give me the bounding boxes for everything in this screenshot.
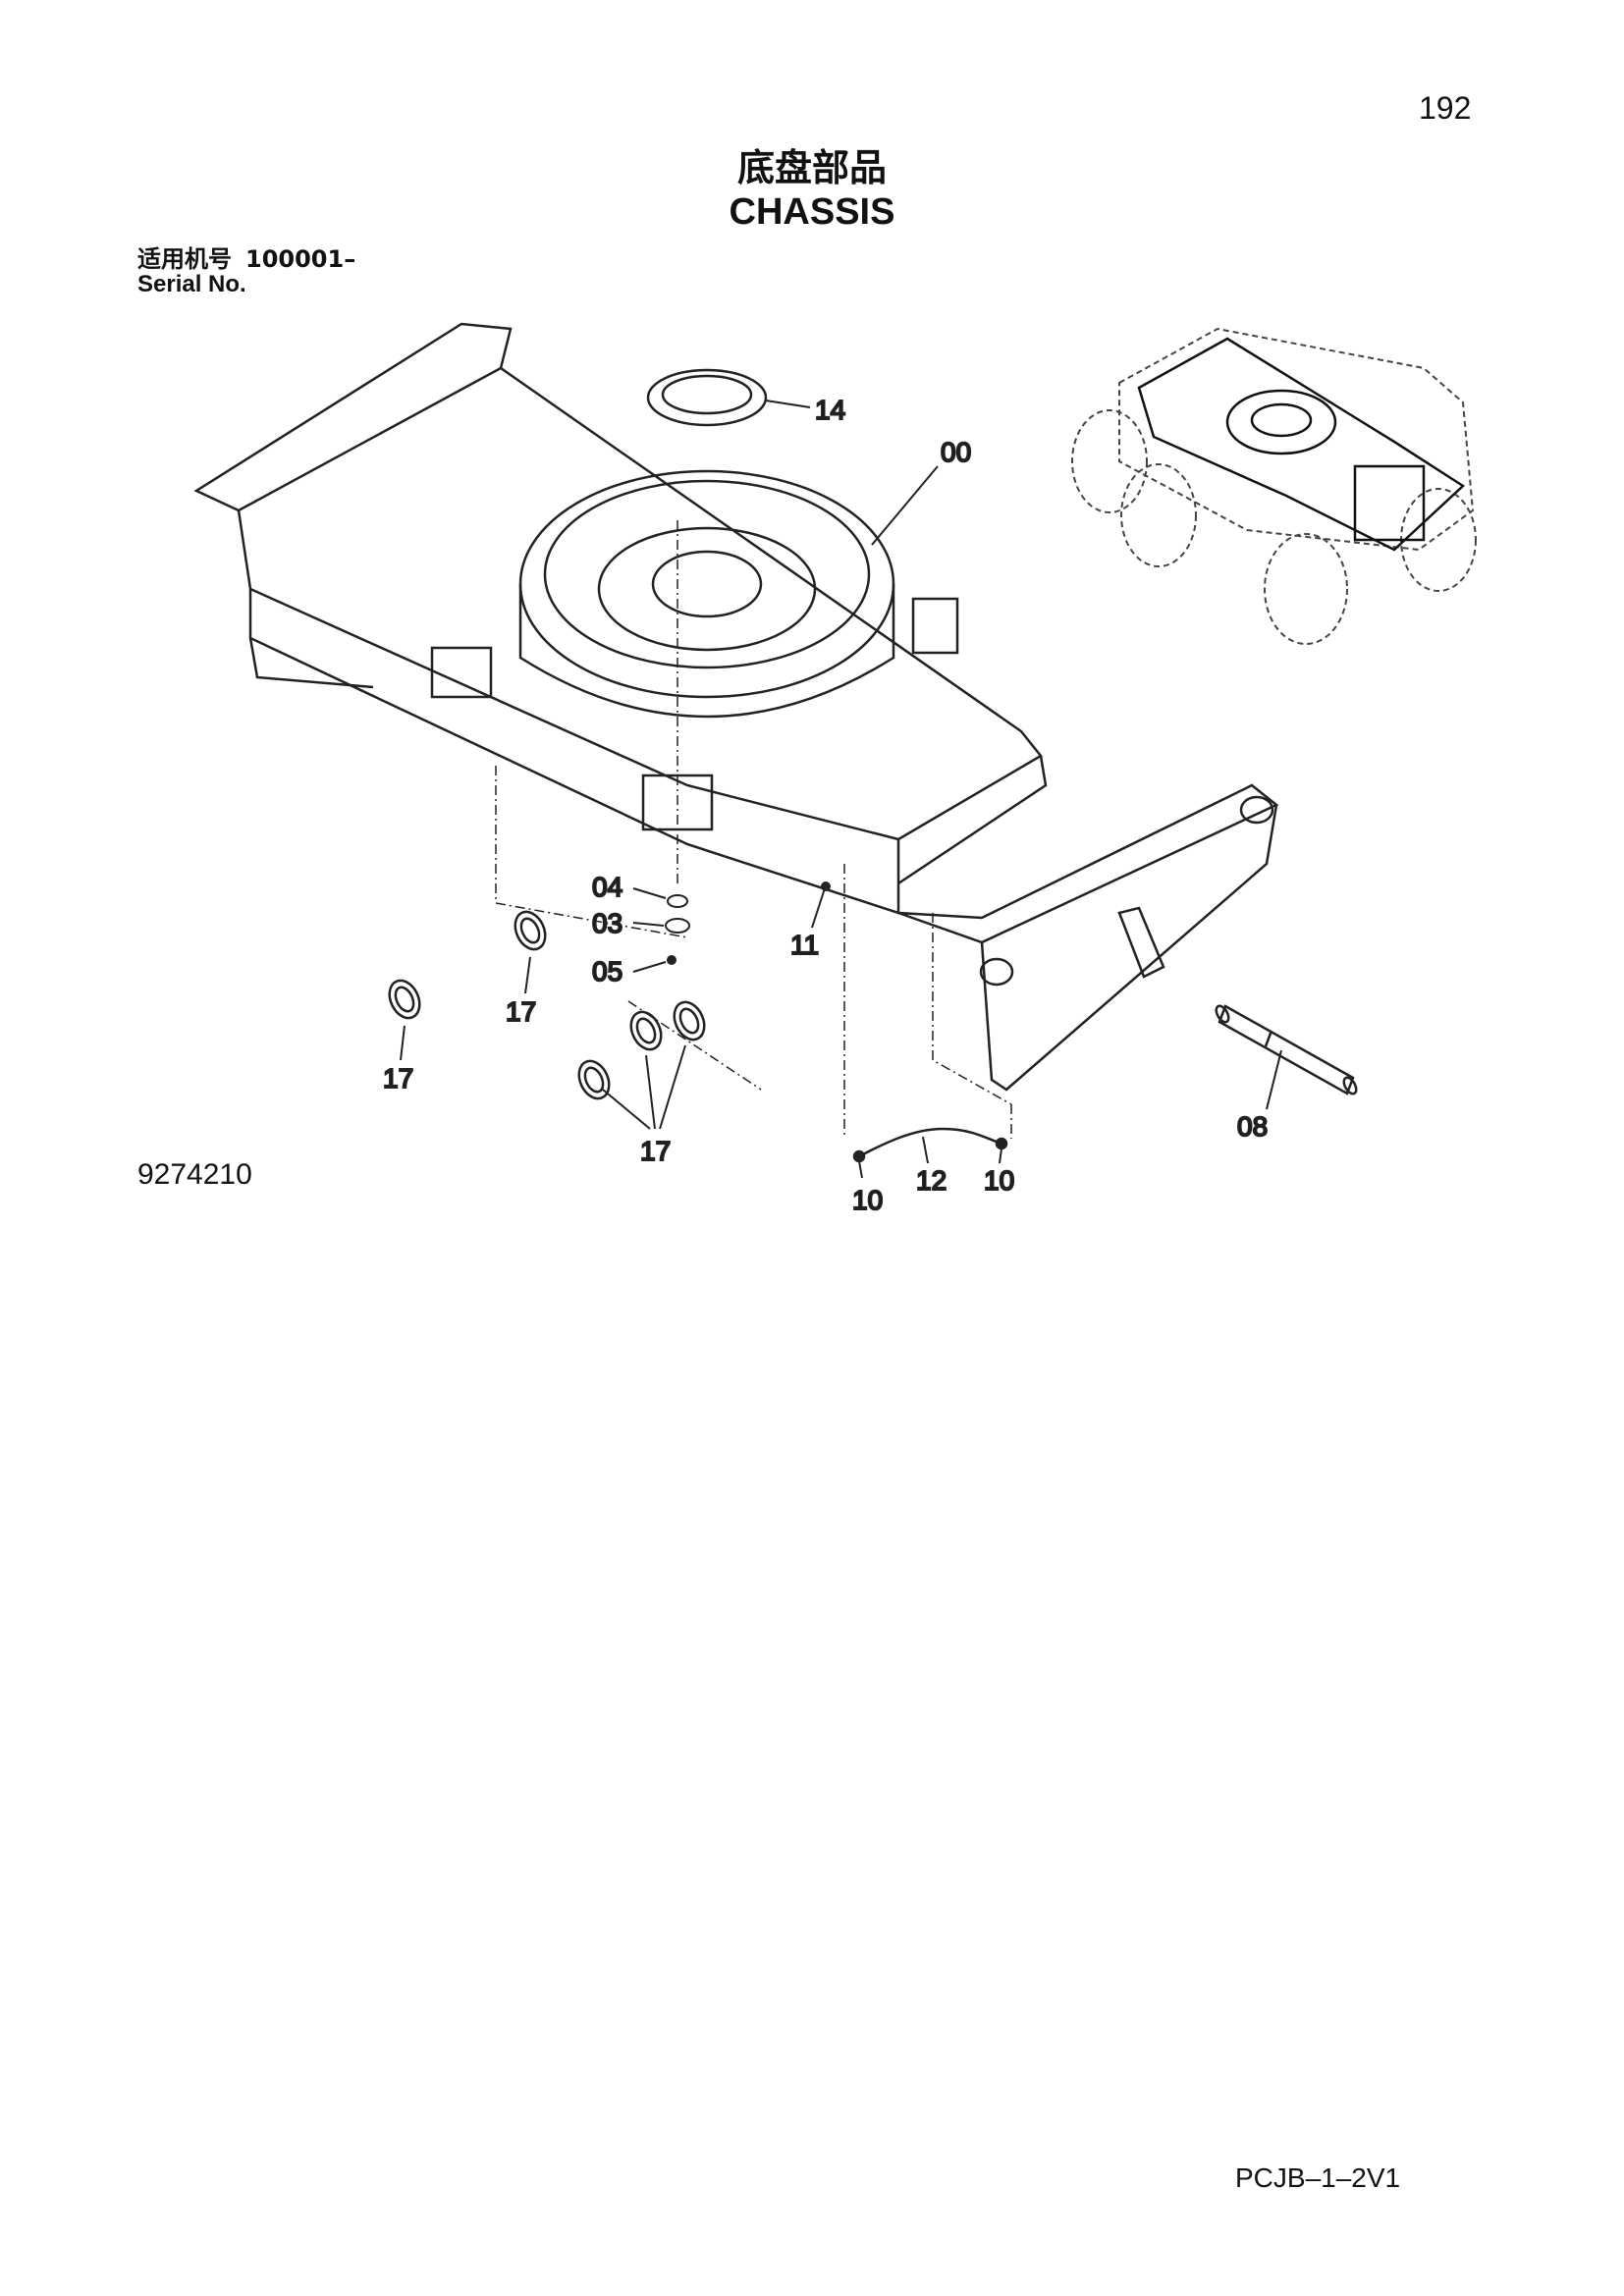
callout-03: 03 bbox=[592, 908, 623, 938]
serial-label-chinese: 适用机号 bbox=[137, 245, 232, 273]
inset-chassis-frame bbox=[1137, 337, 1466, 552]
bracket-right bbox=[911, 597, 959, 655]
page-number: 192 bbox=[1419, 90, 1472, 126]
callout-17: 17 bbox=[383, 1063, 413, 1094]
bushings bbox=[388, 910, 706, 1100]
serial-number-block: 适用机号 100001– Serial No. bbox=[137, 245, 356, 298]
title-chinese: 底盘部品 bbox=[736, 146, 887, 189]
serial-label-english: Serial No. bbox=[137, 271, 246, 298]
leader-11 bbox=[811, 887, 826, 929]
small-parts bbox=[632, 887, 690, 973]
callout-17: 17 bbox=[640, 1136, 671, 1166]
leader-14 bbox=[765, 400, 811, 408]
callout-10: 10 bbox=[852, 1185, 883, 1215]
callout-04: 04 bbox=[592, 872, 623, 902]
leader-08 bbox=[1266, 1049, 1282, 1110]
callout-11: 11 bbox=[790, 930, 819, 960]
leader-00 bbox=[871, 465, 939, 546]
serial-value: 100001– bbox=[245, 245, 356, 273]
document-code: PCJB–1–2V1 bbox=[1235, 2163, 1401, 2193]
chassis-frame bbox=[193, 322, 1279, 1092]
end-plate bbox=[897, 783, 1279, 944]
grease-hose bbox=[852, 1127, 1008, 1163]
callout-00: 00 bbox=[941, 437, 971, 467]
title-english: CHASSIS bbox=[729, 191, 895, 233]
grease-fitting bbox=[821, 881, 831, 891]
seal-ring bbox=[646, 368, 768, 427]
inset-machine-view bbox=[1071, 327, 1477, 645]
callout-10: 10 bbox=[984, 1165, 1014, 1196]
callout-14: 14 bbox=[815, 395, 845, 425]
bracket-left bbox=[430, 646, 493, 699]
callout-12: 12 bbox=[916, 1165, 947, 1196]
pin bbox=[1215, 1004, 1358, 1095]
slewing-ring-hub bbox=[597, 526, 817, 652]
slewing-ring-assembly bbox=[518, 469, 895, 719]
drawing-number: 9274210 bbox=[137, 1158, 252, 1191]
hose-leaders bbox=[858, 1136, 1002, 1179]
slewing-ring-outer bbox=[518, 469, 895, 699]
bushing-leaders bbox=[400, 956, 686, 1130]
callout-05: 05 bbox=[592, 956, 623, 987]
callout-08: 08 bbox=[1237, 1111, 1268, 1142]
callout-17: 17 bbox=[506, 996, 536, 1027]
centerlines bbox=[495, 520, 1012, 1139]
